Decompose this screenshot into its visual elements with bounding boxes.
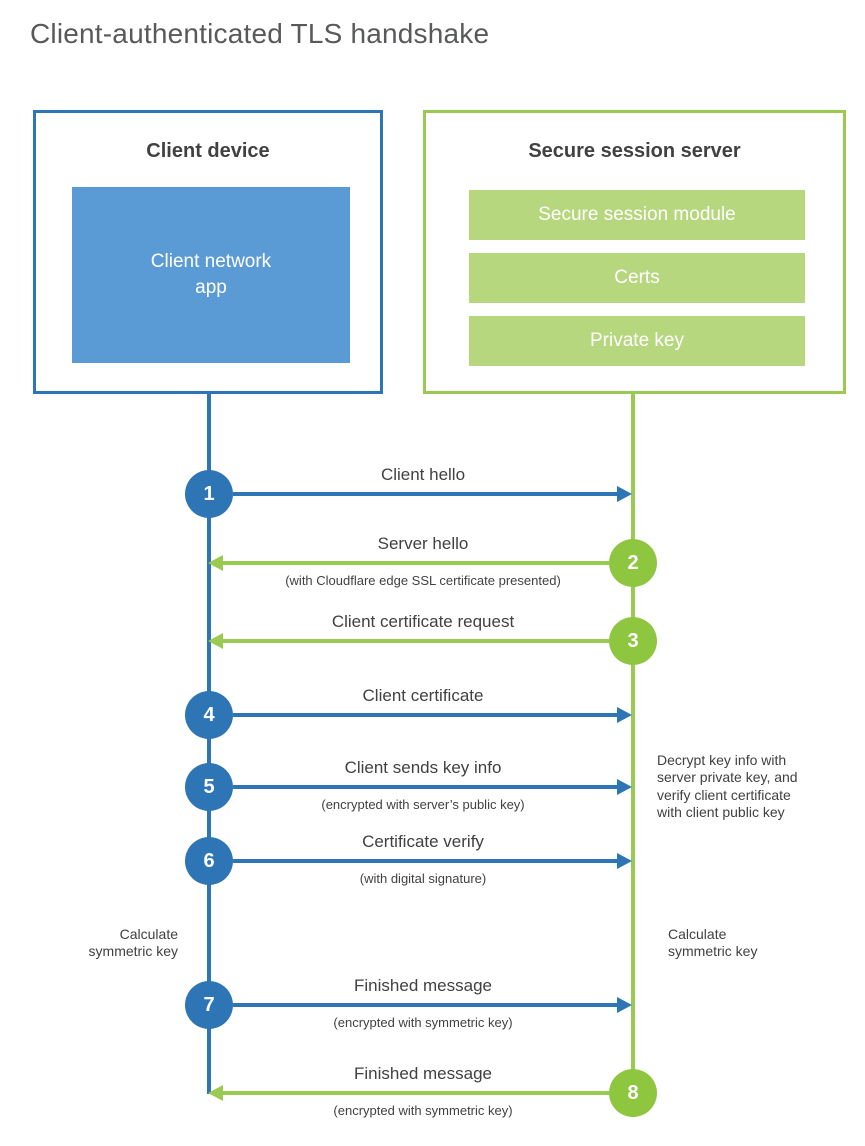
calculate-symmetric-key-note-server: Calculate symmetric key (668, 926, 758, 960)
arrow-right-icon (617, 486, 632, 502)
arrow-right-icon (617, 997, 632, 1013)
step-label: Certificate verify (362, 832, 484, 851)
step-label: Client hello (380, 465, 466, 484)
client-network-app-box: Client network app (72, 187, 350, 363)
page-title: Client-authenticated TLS handshake (30, 18, 490, 49)
arrow-shaft (222, 561, 609, 565)
step-label: Server hello (377, 534, 469, 553)
step-subtitle: (with Cloudflare edge SSL certificate pr… (285, 573, 561, 588)
arrow-right-icon (617, 853, 632, 869)
step-subtitle: (encrypted with symmetric key) (333, 1103, 513, 1118)
arrow-shaft (233, 859, 621, 863)
server-lifeline (631, 394, 635, 1117)
server-module-certs: Certs (469, 253, 805, 303)
client-lifeline (207, 394, 211, 1094)
arrow-shaft (222, 639, 609, 643)
decrypt-key-info-note: Decrypt key info with server private key… (657, 752, 798, 821)
client-device-title: Client device (146, 140, 270, 162)
step-label: Client sends key info (344, 758, 502, 777)
arrow-shaft (233, 713, 621, 717)
step-number-badge: 2 (609, 539, 657, 587)
arrow-left-icon (208, 633, 223, 649)
step-number-badge: 4 (185, 691, 233, 739)
arrow-shaft (222, 1091, 609, 1095)
step-subtitle: (encrypted with symmetric key) (333, 1015, 513, 1030)
arrow-shaft (233, 492, 621, 496)
step-number-badge: 8 (609, 1069, 657, 1117)
step-number-badge: 7 (185, 981, 233, 1029)
step-number-badge: 6 (185, 837, 233, 885)
client-device-box: Client device Client network app (33, 110, 383, 394)
arrow-left-icon (208, 1085, 223, 1101)
step-label: Client certificate request (331, 612, 515, 631)
secure-session-server-box: Secure session server Secure session mod… (423, 110, 846, 394)
step-label: Finished message (354, 1064, 492, 1083)
arrow-right-icon (617, 779, 632, 795)
arrow-left-icon (208, 555, 223, 571)
client-network-app-label: Client network app (150, 251, 272, 298)
step-subtitle: (with digital signature) (359, 871, 487, 886)
step-number-badge: 3 (609, 617, 657, 665)
arrow-shaft (233, 785, 621, 789)
step-number-badge: 1 (185, 470, 233, 518)
calculate-symmetric-key-note-client: Calculate symmetric key (88, 926, 178, 960)
step-subtitle: (encrypted with server’s public key) (321, 797, 525, 812)
step-label: Client certificate (362, 686, 484, 705)
arrow-shaft (233, 1003, 621, 1007)
step-number-badge: 5 (185, 763, 233, 811)
server-module-private-key: Private key (469, 316, 805, 366)
secure-session-server-title: Secure session server (528, 140, 741, 162)
server-module-secure-session-module: Secure session module (469, 190, 805, 240)
arrow-right-icon (617, 707, 632, 723)
step-label: Finished message (354, 976, 492, 995)
